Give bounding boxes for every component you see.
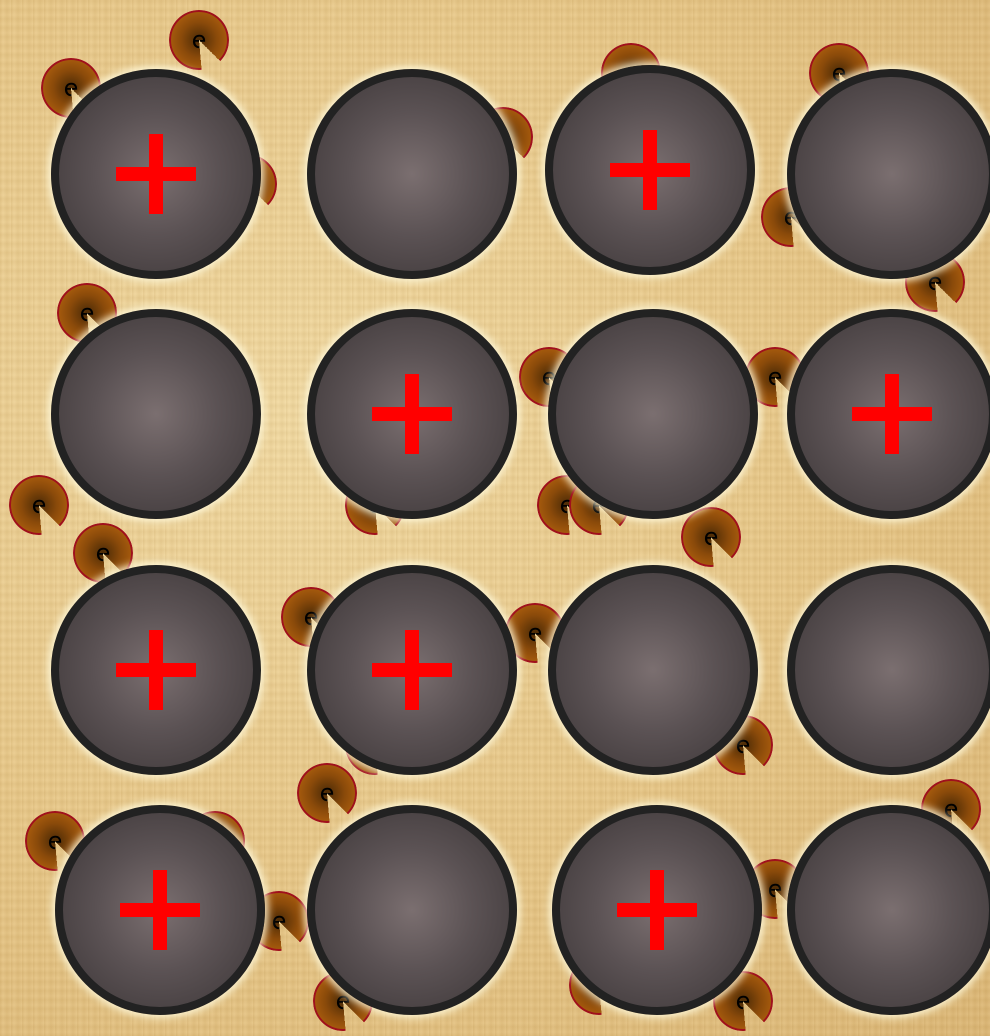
metal-ion — [787, 565, 990, 775]
plus-icon — [372, 630, 452, 710]
electron: e — [297, 763, 357, 823]
metal-ion — [548, 565, 758, 775]
metal-ion — [548, 309, 758, 519]
metal-ion — [307, 309, 517, 519]
plus-icon — [116, 630, 196, 710]
metal-ion — [51, 565, 261, 775]
plus-icon — [372, 374, 452, 454]
metal-ion — [787, 309, 990, 519]
metal-ion — [787, 69, 990, 279]
electron: e — [9, 475, 69, 535]
metal-ion — [307, 805, 517, 1015]
plus-icon — [120, 870, 200, 950]
metal-ion — [552, 805, 762, 1015]
metal-ion — [55, 805, 265, 1015]
metal-ion — [51, 69, 261, 279]
plus-icon — [610, 130, 690, 210]
plus-icon — [852, 374, 932, 454]
metal-ion — [51, 309, 261, 519]
metal-ion — [307, 69, 517, 279]
electron: e — [681, 507, 741, 567]
plus-icon — [617, 870, 697, 950]
plus-icon — [116, 134, 196, 214]
metal-ion — [307, 565, 517, 775]
electron: e — [169, 10, 229, 70]
metal-ion — [545, 65, 755, 275]
metal-ion — [787, 805, 990, 1015]
